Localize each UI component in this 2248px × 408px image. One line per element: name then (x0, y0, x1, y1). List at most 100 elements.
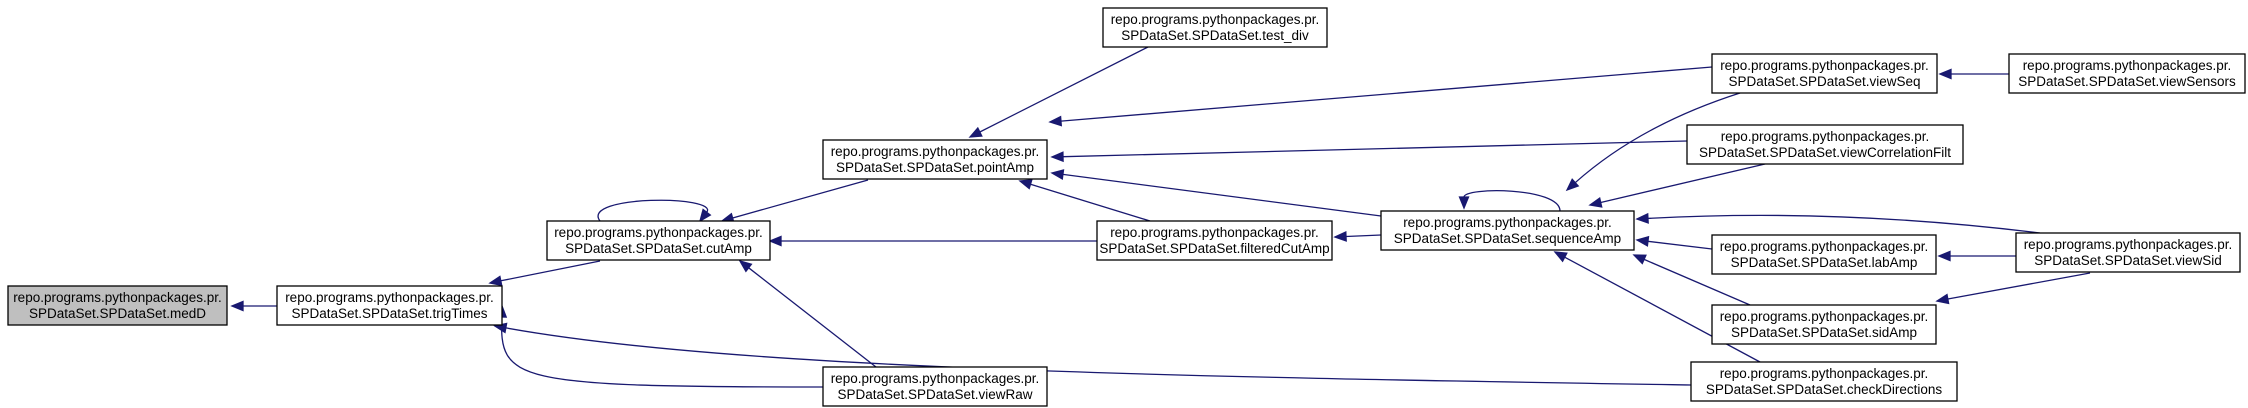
node-labAmp[interactable]: repo.programs.pythonpackages.pr.SPDataSe… (1711, 234, 1937, 275)
node-label-line1: repo.programs.pythonpackages.pr. (1111, 12, 1320, 27)
edge-viewSid-to-labAmp (1937, 250, 2016, 262)
node-label-line2: SPDataSet.SPDataSet.cutAmp (565, 241, 752, 256)
node-medD[interactable]: repo.programs.pythonpackages.pr.SPDataSe… (7, 285, 228, 326)
edge-line (505, 327, 1692, 386)
node-box (1711, 234, 1937, 275)
arrowhead (1937, 250, 1951, 262)
nodes-layer: repo.programs.pythonpackages.pr.SPDataSe… (7, 7, 2246, 407)
edge-line (979, 46, 1149, 133)
edge-pointAmp-to-cutAmp (720, 179, 869, 224)
edge-viewRaw-to-trigTimes (496, 304, 824, 388)
node-label-line1: repo.programs.pythonpackages.pr. (1720, 309, 1929, 324)
node-label-line1: repo.programs.pythonpackages.pr. (1110, 225, 1319, 240)
arrowhead (968, 126, 983, 138)
node-test_div[interactable]: repo.programs.pythonpackages.pr.SPDataSe… (1102, 7, 1328, 48)
arrowhead (1632, 254, 1647, 265)
node-label-line2: SPDataSet.SPDataSet.sequenceAmp (1394, 231, 1621, 246)
node-checkDirections[interactable]: repo.programs.pythonpackages.pr.SPDataSe… (1690, 361, 1958, 402)
node-label-line2: SPDataSet.SPDataSet.filteredCutAmp (1099, 241, 1329, 256)
node-sidAmp[interactable]: repo.programs.pythonpackages.pr.SPDataSe… (1711, 304, 1937, 345)
edge-line (1060, 66, 1713, 122)
node-label-line2: SPDataSet.SPDataSet.viewCorrelationFilt (1699, 145, 1951, 160)
edge-line (500, 260, 601, 282)
edge-line (597, 199, 708, 222)
edge-line (1574, 92, 1741, 184)
arrowhead (1635, 235, 1650, 247)
node-viewSid[interactable]: repo.programs.pythonpackages.pr.SPDataSe… (2015, 232, 2241, 273)
node-box (822, 366, 1048, 407)
arrowhead (1050, 169, 1065, 180)
node-label-line2: SPDataSet.SPDataSet.medD (29, 306, 206, 321)
node-box (1690, 361, 1958, 402)
arrowhead (1588, 197, 1603, 208)
node-label-line2: SPDataSet.SPDataSet.labAmp (1731, 255, 1918, 270)
node-box (1096, 220, 1333, 261)
edge-test_div-to-pointAmp (968, 46, 1149, 138)
edge-cutAmp-to-trigTimes (488, 260, 601, 287)
edge-line (1463, 190, 1561, 212)
edge-line (1030, 183, 1151, 222)
node-label-line1: repo.programs.pythonpackages.pr. (1720, 239, 1929, 254)
arrowhead (1553, 251, 1568, 263)
node-box (7, 285, 228, 326)
edge-viewCorrelationFilt-to-sequenceAmp (1588, 163, 1766, 208)
edge-sequenceAmp-to-sequenceAmp (1458, 190, 1561, 212)
node-viewSeq[interactable]: repo.programs.pythonpackages.pr.SPDataSe… (1711, 53, 1938, 94)
edge-viewCorrelationFilt-to-pointAmp (1050, 140, 1688, 163)
node-filteredCutAmp[interactable]: repo.programs.pythonpackages.pr.SPDataSe… (1096, 220, 1333, 261)
node-box (1711, 53, 1938, 94)
arrowhead (488, 275, 503, 287)
node-box (822, 139, 1048, 180)
arrowhead (1458, 196, 1470, 210)
edge-line (500, 316, 824, 388)
node-pointAmp[interactable]: repo.programs.pythonpackages.pr.SPDataSe… (822, 139, 1048, 180)
arrowhead (738, 259, 753, 273)
node-label-line1: repo.programs.pythonpackages.pr. (831, 144, 1040, 159)
arrowhead (1565, 178, 1580, 192)
node-cutAmp[interactable]: repo.programs.pythonpackages.pr.SPDataSe… (546, 220, 771, 261)
node-label-line1: repo.programs.pythonpackages.pr. (554, 225, 763, 240)
edge-trigTimes-to-medD (230, 300, 277, 312)
arrowhead (230, 300, 244, 312)
arrowhead (1333, 231, 1347, 242)
node-viewRaw[interactable]: repo.programs.pythonpackages.pr.SPDataSe… (822, 366, 1048, 407)
node-box (1686, 124, 1964, 165)
node-label-line1: repo.programs.pythonpackages.pr. (13, 290, 222, 305)
node-box (546, 220, 771, 261)
node-label-line2: SPDataSet.SPDataSet.viewSid (2034, 253, 2222, 268)
arrowhead (1018, 179, 1033, 190)
arrowhead (1935, 293, 1950, 305)
node-trigTimes[interactable]: repo.programs.pythonpackages.pr.SPDataSe… (276, 285, 503, 326)
arrowhead (1050, 151, 1064, 163)
node-label-line2: SPDataSet.SPDataSet.viewSensors (2018, 74, 2236, 89)
node-label-line2: SPDataSet.SPDataSet.pointAmp (836, 160, 1034, 175)
edge-sequenceAmp-to-filteredCutAmp (1333, 231, 1382, 242)
arrowhead (768, 235, 782, 247)
node-label-line1: repo.programs.pythonpackages.pr. (1403, 215, 1612, 230)
node-label-line2: SPDataSet.SPDataSet.trigTimes (291, 306, 487, 321)
edge-viewSeq-to-sequenceAmp (1565, 92, 1741, 192)
edge-line (1062, 173, 1382, 217)
node-label-line1: repo.programs.pythonpackages.pr. (831, 371, 1040, 386)
node-viewSensors[interactable]: repo.programs.pythonpackages.pr.SPDataSe… (2008, 53, 2246, 94)
edge-sequenceAmp-to-pointAmp (1050, 169, 1382, 217)
edge-viewSid-to-sequenceAmp (1635, 212, 2041, 234)
node-box (1711, 304, 1937, 345)
node-label-line2: SPDataSet.SPDataSet.checkDirections (1706, 382, 1943, 397)
edge-filteredCutAmp-to-cutAmp (768, 235, 1097, 247)
node-box (1102, 7, 1328, 48)
edge-line (1647, 214, 2041, 234)
node-box (2008, 53, 2246, 94)
node-sequenceAmp[interactable]: repo.programs.pythonpackages.pr.SPDataSe… (1380, 210, 1635, 251)
edge-filteredCutAmp-to-pointAmp (1018, 179, 1151, 222)
node-label-line1: repo.programs.pythonpackages.pr. (1721, 129, 1930, 144)
edge-line (1600, 163, 1766, 204)
edge-viewSeq-to-pointAmp (1048, 66, 1713, 127)
edge-checkDirections-to-trigTimes (493, 322, 1692, 386)
node-viewCorrelationFilt[interactable]: repo.programs.pythonpackages.pr.SPDataSe… (1686, 124, 1964, 165)
edge-sidAmp-to-sequenceAmp (1632, 254, 1751, 306)
node-label-line1: repo.programs.pythonpackages.pr. (285, 290, 494, 305)
node-label-line2: SPDataSet.SPDataSet.sidAmp (1731, 325, 1917, 340)
node-label-line2: SPDataSet.SPDataSet.viewRaw (837, 387, 1032, 402)
node-label-line1: repo.programs.pythonpackages.pr. (1720, 58, 1929, 73)
